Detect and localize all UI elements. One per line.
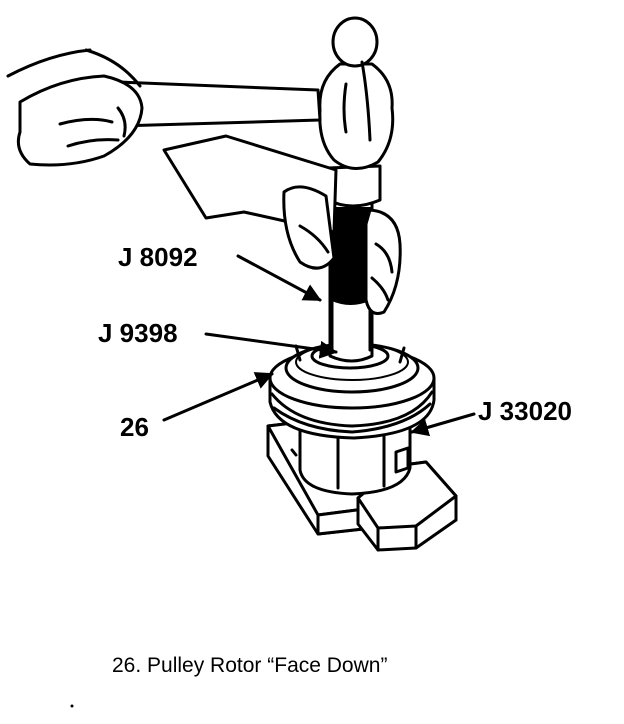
label-j33020: J 33020 bbox=[478, 396, 572, 426]
stray-dot bbox=[70, 704, 74, 708]
hammer-and-hand bbox=[6, 48, 322, 167]
driver-handle bbox=[318, 16, 395, 208]
label-26: 26 bbox=[120, 412, 149, 442]
label-j9398: J 9398 bbox=[98, 318, 178, 348]
figure-caption: 26. Pulley Rotor “Face Down” bbox=[112, 654, 387, 677]
leader-arrows bbox=[162, 254, 476, 437]
holding-hand bbox=[162, 134, 402, 315]
installer-shaft bbox=[328, 196, 374, 363]
label-j8092: J 8092 bbox=[118, 242, 198, 272]
